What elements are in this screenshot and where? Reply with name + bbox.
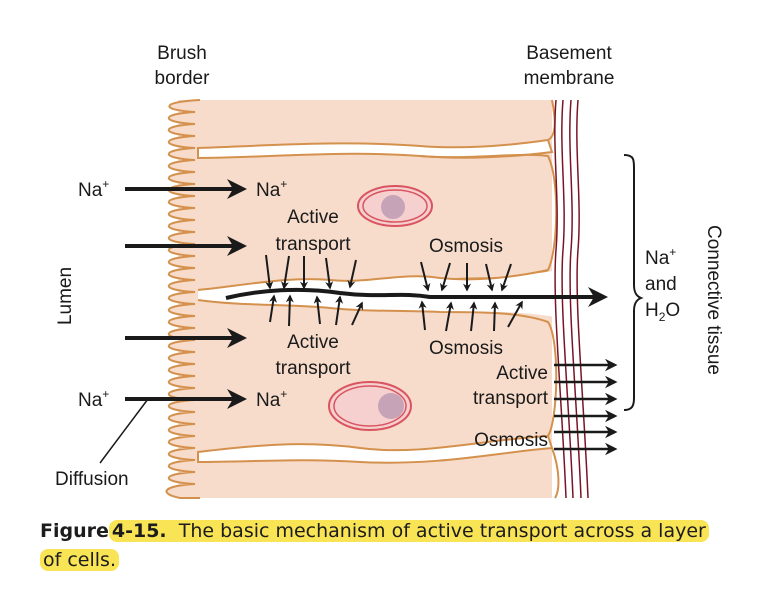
main-transport-arrow (225, 287, 608, 307)
na-and-h2o-label: Na+ (645, 245, 676, 269)
lower-cell-edge (551, 447, 560, 499)
na-lumen-bottom-label: Na+ (78, 387, 109, 411)
caption-figure-number: 4-15. (111, 520, 167, 542)
active-transport-diagram: Brush border Basement membrane (55, 43, 724, 499)
lumen-arrows (125, 179, 247, 409)
na-cell-bottom-label: Na+ (256, 387, 287, 411)
connective-tissue-brace (623, 154, 644, 411)
caption-figure-word: Figure (40, 520, 109, 542)
diffusion-label: Diffusion (55, 469, 129, 490)
nucleus-lower (328, 381, 412, 431)
active-transport-right-label: Active (496, 363, 548, 384)
microvilli (165, 99, 201, 499)
brush-border-label-line2: border (155, 68, 211, 89)
cell-boundary-top (197, 138, 554, 160)
active-transport-bottom-label-line2: transport (276, 358, 352, 379)
active-transport-top-label: Active (287, 207, 339, 228)
gap-membrane-lower (197, 299, 558, 437)
gap-membrane-upper (197, 269, 549, 291)
active-transport-top-label-line2: transport (276, 234, 352, 255)
na-and-h2o-label-and: and (645, 274, 677, 295)
caption-text-line2: of cells. (40, 549, 119, 571)
na-and-h2o-label-h2o: H2O (645, 300, 680, 324)
nucleus-upper (357, 185, 433, 227)
basal-exit-arrows (554, 358, 618, 456)
connective-tissue-label: Connective tissue (703, 225, 724, 375)
active-transport-arrows (265, 254, 363, 327)
lumen-label: Lumen (55, 267, 76, 325)
active-transport-right-label-line2: transport (473, 388, 549, 409)
na-cell-top-label: Na+ (256, 177, 287, 201)
na-lumen-top-label: Na+ (78, 177, 109, 201)
osmosis-right-label: Osmosis (474, 430, 548, 451)
brush-border-label: Brush (157, 43, 207, 64)
caption-text-line1: The basic mechanism of active transport … (178, 520, 706, 542)
basement-membrane-label: Basement (526, 43, 612, 64)
osmosis-bottom-label: Osmosis (429, 338, 503, 359)
nucleolus-upper (381, 195, 405, 219)
diffusion-pointer (99, 398, 149, 464)
osmosis-arrows (418, 261, 523, 332)
caption-highlight: 4-15. The basic mechanism of active tran… (108, 520, 709, 542)
nucleolus-lower (378, 393, 404, 419)
osmosis-top-label: Osmosis (429, 236, 503, 257)
basement-membrane-label-line2: membrane (524, 68, 615, 89)
active-transport-bottom-label: Active (287, 332, 339, 353)
